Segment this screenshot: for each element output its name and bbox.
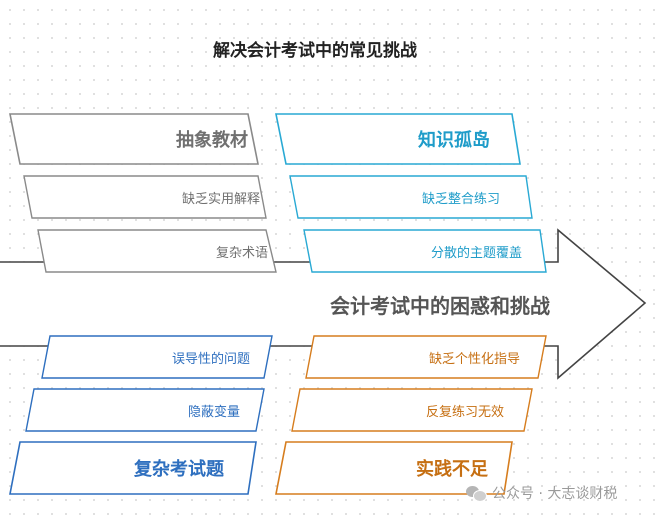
top-right-item-label-1: 缺乏整合练习 [421, 191, 500, 207]
bottom-right-item-box-1 [305, 335, 547, 379]
top-left-head-label: 抽象教材 [176, 130, 248, 151]
bottom-right-item-label-1: 缺乏个性化指导 [428, 351, 520, 367]
bottom-left-item-label-1: 误导性的问题 [171, 351, 250, 367]
top-left-item-label-1: 缺乏实用解释 [181, 191, 260, 207]
bottom-left-head-box [9, 441, 257, 495]
top-right-head-box [275, 113, 521, 165]
top-left-item-label-2: 复杂术语 [215, 245, 268, 261]
bottom-right-head-label: 实践不足 [416, 459, 488, 480]
bottom-right-item-label-2: 反复练习无效 [425, 404, 504, 420]
top-right-head-label: 知识孤岛 [418, 130, 490, 151]
bottom-left-head-label: 复杂考试题 [134, 459, 224, 480]
main-arrow-label: 会计考试中的困惑和挑战 [330, 294, 550, 318]
watermark: 公众号 · 大志谈财税 [466, 483, 617, 503]
top-left-item-box-2 [37, 229, 277, 273]
top-left-head-box [9, 113, 259, 165]
top-right-item-label-2: 分散的主题覆盖 [430, 245, 522, 261]
bottom-left-item-box-1 [41, 335, 273, 379]
top-left-item-box-1 [23, 175, 267, 219]
diagram-title: 解决会计考试中的常见挑战 [213, 41, 417, 61]
top-right-item-box-2 [303, 229, 547, 273]
bottom-right-item-box-2 [291, 388, 533, 432]
bottom-left-item-box-2 [25, 388, 265, 432]
watermark-text: 公众号 · 大志谈财税 [492, 486, 618, 502]
top-right-item-box-1 [289, 175, 533, 219]
bottom-left-item-label-2: 隐蔽变量 [187, 404, 240, 420]
bottom-right-head-box [275, 441, 513, 495]
wechat-icon [466, 485, 487, 502]
